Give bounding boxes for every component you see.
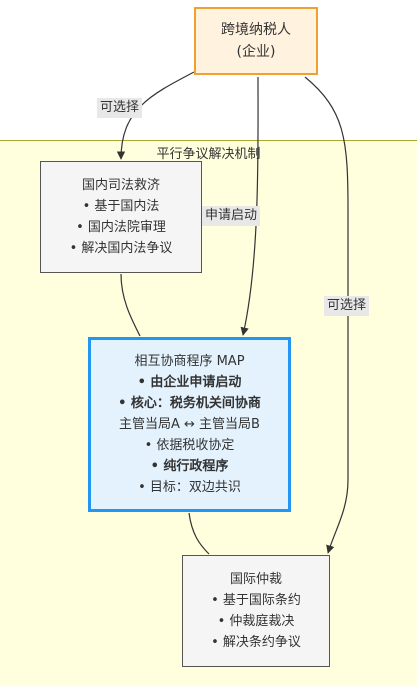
node-line: 主管当局A ↔ 主管当局B [119,417,260,432]
node-line: • 仲裁庭裁决 [217,614,295,629]
edge-label-optional: 可选择 [97,98,143,118]
node-line: • 解决国内法争议 [69,241,173,256]
node-line: 国内司法救济 [81,178,160,193]
edge-taxpayer-map [240,76,259,336]
node-line: • 纯行政程序 [150,459,229,474]
link-map-arbitration [188,512,210,555]
node-line: 国际仲裁 [229,572,282,587]
node-line: • 依据税收协定 [144,438,235,453]
arbitration-node: 国际仲裁 • 基于国际条约 • 仲裁庭裁决 • 解决条约争议 [182,555,330,667]
map-node: 相互协商程序 MAP • 由企业申请启动 • 核心：税务机关间协商 主管当局A … [88,337,291,512]
node-line: • 目标：双边共识 [138,480,241,495]
cluster-title: 平行争议解决机制 [156,147,261,162]
node-line: • 由企业申请启动 [137,375,242,390]
edge-label-optional: 可选择 [324,296,370,316]
node-line: 相互协商程序 MAP [134,354,245,369]
domestic-judicial-node: 国内司法救济 • 基于国内法 • 国内法院审理 • 解决国内法争议 [40,161,202,273]
node-line: (企业) [236,44,276,60]
node-line: • 基于国际条约 [211,593,301,608]
link-domestic-map [120,273,141,337]
node-line: 跨境纳税人 [221,22,291,38]
edge-taxpayer-arbitration [304,76,349,554]
node-line: • 国内法院审理 [76,220,166,235]
node-line: • 解决条约争议 [211,635,301,650]
node-line: • 核心：税务机关间协商 [118,396,261,411]
edge-label-apply: 申请启动 [202,206,261,226]
taxpayer-node: 跨境纳税人 (企业) [194,7,318,75]
node-line: • 基于国内法 [82,199,160,214]
